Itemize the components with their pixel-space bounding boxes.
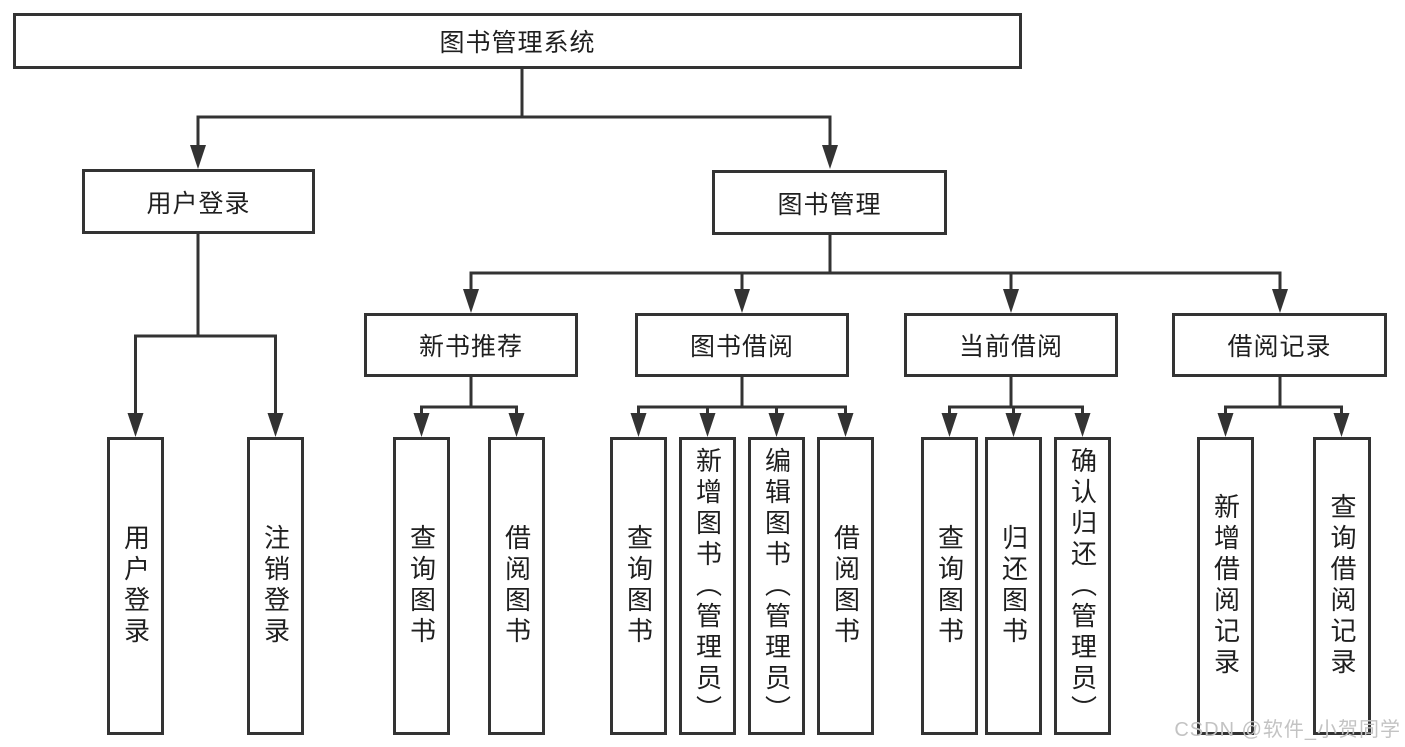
leaf-records-add-record: 新增借阅记录 [1197,437,1254,735]
leaf-records-add-record-label: 新增借阅记录 [1210,493,1241,679]
leaf-records-query-record-label: 查询借阅记录 [1327,493,1357,679]
node-book-management-label: 图书管理 [777,190,882,219]
leaf-user-login: 用户登录 [107,437,164,735]
leaf-recommend-borrow-books-label: 借阅图书 [501,524,532,648]
node-root-label: 图书管理系统 [439,29,596,57]
leaf-logout-label: 注销登录 [260,524,291,648]
leaf-borrowing-borrow-books-label: 借阅图书 [830,524,861,648]
leaf-user-login-label: 用户登录 [120,524,151,648]
leaf-borrowing-add-books-admin: 新增图书（管理员） [679,437,736,735]
leaf-borrowing-add-books-admin-label: 新增图书（管理员） [692,446,723,726]
arrowheads [127,145,1350,437]
node-user-login: 用户登录 [82,169,315,234]
leaf-borrowing-borrow-books: 借阅图书 [817,437,874,735]
leaf-borrowing-query-books: 查询图书 [610,437,667,735]
node-book-borrowing: 图书借阅 [635,313,849,377]
watermark: CSDN @软件_小贺同学 [1174,719,1401,741]
leaf-current-return-books-label: 归还图书 [998,524,1029,648]
node-root: 图书管理系统 [13,13,1022,69]
leaf-records-query-record: 查询借阅记录 [1313,437,1371,735]
node-current-borrowing-label: 当前借阅 [958,333,1063,361]
node-user-login-label: 用户登录 [146,189,251,218]
node-new-book-recommend-label: 新书推荐 [418,333,523,361]
leaf-current-return-books: 归还图书 [985,437,1042,735]
node-current-borrowing: 当前借阅 [904,313,1118,377]
leaf-recommend-query-books: 查询图书 [393,437,450,735]
leaf-current-query-books-label: 查询图书 [934,524,965,648]
leaf-recommend-borrow-books: 借阅图书 [488,437,545,735]
connector-lines [134,68,1343,415]
leaf-current-confirm-return-admin-label: 确认归还（管理员） [1067,446,1098,726]
leaf-logout: 注销登录 [247,437,304,735]
leaf-borrowing-edit-books-admin: 编辑图书（管理员） [748,437,805,735]
node-borrowing-records: 借阅记录 [1172,313,1387,377]
leaf-current-query-books: 查询图书 [921,437,978,735]
leaf-current-confirm-return-admin: 确认归还（管理员） [1054,437,1111,735]
leaf-borrowing-edit-books-admin-label: 编辑图书（管理员） [761,446,792,726]
leaf-recommend-query-books-label: 查询图书 [406,524,437,648]
leaf-borrowing-query-books-label: 查询图书 [623,524,654,648]
node-book-borrowing-label: 图书借阅 [689,333,794,361]
node-new-book-recommend: 新书推荐 [364,313,578,377]
node-book-management: 图书管理 [712,170,947,235]
node-borrowing-records-label: 借阅记录 [1227,333,1332,361]
